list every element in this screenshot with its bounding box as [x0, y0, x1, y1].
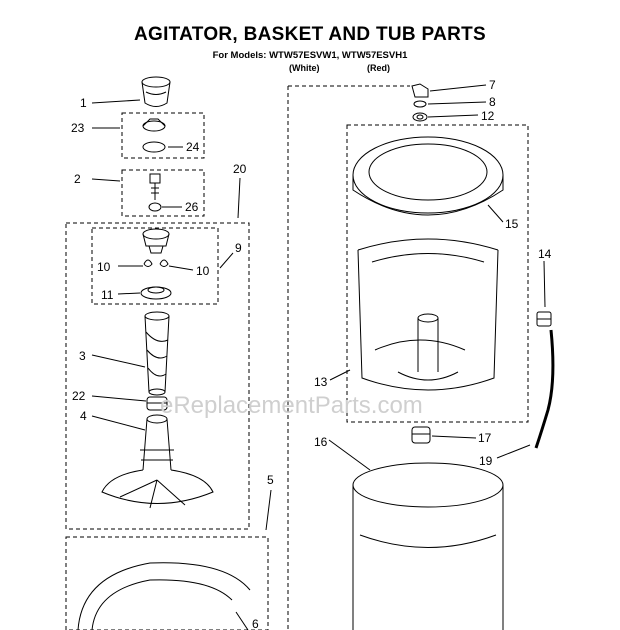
callout-20: 20 — [233, 162, 247, 176]
callout-12: 12 — [481, 109, 495, 123]
callout-10-right: 10 — [196, 264, 210, 278]
callout-23: 23 — [71, 121, 85, 135]
callout-9: 9 — [235, 241, 242, 255]
agitator-cap-part — [141, 76, 171, 107]
basket-part — [357, 238, 499, 391]
group-box-15-13 — [346, 124, 529, 423]
callout-13: 13 — [314, 375, 328, 389]
group-box-23-24 — [121, 112, 205, 159]
pressure-hose-part — [534, 329, 555, 449]
callout-24: 24 — [186, 140, 200, 154]
callout-labels: 1 23 24 2 26 20 9 10 10 11 3 22 4 5 6 7 … — [71, 78, 552, 630]
ring-part — [142, 141, 166, 153]
callout-15: 15 — [505, 217, 519, 231]
models-line: For Models: WTW57ESVW1, WTW57ESVH1 — [212, 50, 408, 61]
group-box-20 — [65, 222, 250, 530]
variant-white-label: (White) — [289, 63, 320, 73]
bearing-part — [146, 396, 168, 411]
callout-19: 19 — [479, 454, 493, 468]
agitator-base-part — [101, 414, 214, 509]
callout-6: 6 — [252, 617, 259, 630]
callout-22: 22 — [72, 389, 86, 403]
callout-10-left: 10 — [97, 260, 111, 274]
watermark: eReplacementParts.com — [160, 392, 423, 419]
group-box-9 — [91, 227, 219, 305]
callout-8: 8 — [489, 95, 496, 109]
dog-retainer-part — [140, 286, 172, 300]
callout-26: 26 — [185, 200, 199, 214]
callout-17: 17 — [478, 431, 492, 445]
group-box-2-26 — [121, 169, 205, 217]
callout-3: 3 — [79, 349, 86, 363]
callout-4: 4 — [80, 409, 87, 423]
bolt-part — [149, 173, 161, 200]
outer-tub-part — [77, 562, 251, 630]
callout-16: 16 — [314, 435, 328, 449]
tub-part — [352, 462, 504, 630]
spanner-nut-part — [411, 426, 431, 444]
variant-red-label: (Red) — [367, 63, 390, 73]
group-box-5 — [65, 536, 269, 630]
callout-2: 2 — [74, 172, 81, 186]
diagram-title: AGITATOR, BASKET AND TUB PARTS — [133, 24, 487, 45]
dashed-path-7 — [287, 85, 410, 630]
hose-clip-part — [536, 311, 552, 327]
callout-11: 11 — [101, 288, 114, 302]
auger-part — [144, 311, 170, 396]
callout-14: 14 — [538, 247, 552, 261]
washer-part — [148, 202, 162, 212]
callout-5: 5 — [267, 473, 274, 487]
agitator-dogs-part — [143, 259, 169, 267]
cam-assembly-part — [142, 228, 170, 254]
fastener-parts — [411, 83, 429, 122]
cam-part — [142, 118, 166, 132]
callout-7: 7 — [489, 78, 496, 92]
callout-1: 1 — [80, 96, 87, 110]
balance-ring-part — [352, 136, 504, 216]
